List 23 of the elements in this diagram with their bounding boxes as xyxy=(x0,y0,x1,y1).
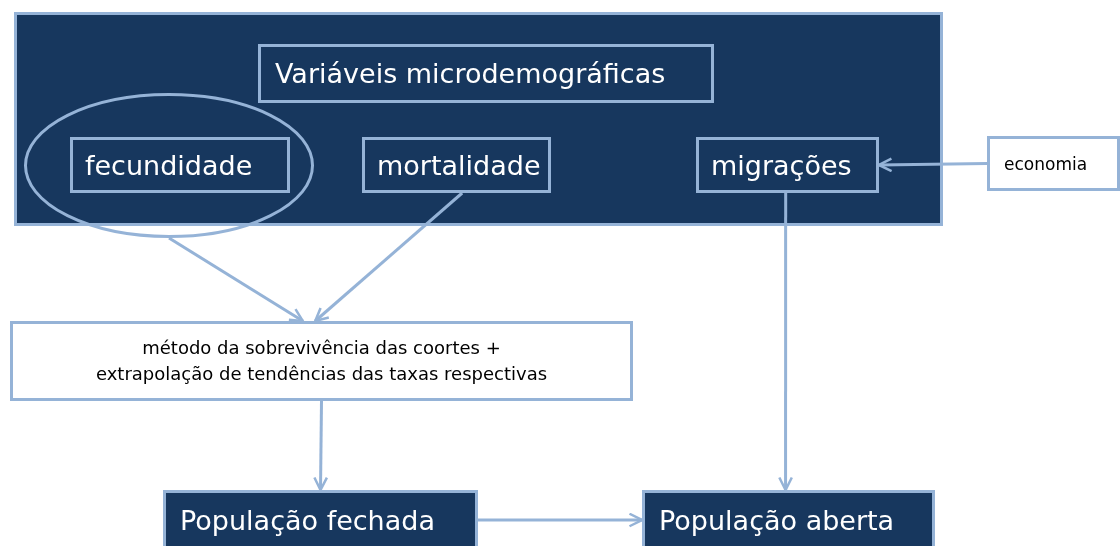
variable-label: fecundidade xyxy=(85,149,253,181)
arrow xyxy=(478,512,644,528)
population-box xyxy=(642,490,935,546)
population-box xyxy=(163,490,478,546)
population-label: População aberta xyxy=(659,504,895,536)
variable-box xyxy=(70,137,290,193)
variable-box xyxy=(362,137,551,193)
arrow xyxy=(877,157,988,173)
factor-label: economia xyxy=(1004,153,1088,174)
factor-box xyxy=(987,136,1120,191)
method-text: método da sobrevivência das coortes + extrapolação de tendências das taxas respectivas xyxy=(94,335,549,386)
arrow xyxy=(778,193,794,492)
arrow xyxy=(168,236,305,323)
variable-label: migrações xyxy=(711,149,852,181)
title-box xyxy=(258,44,714,103)
population-label: População fechada xyxy=(180,504,435,536)
arrow xyxy=(313,401,329,492)
variable-label: mortalidade xyxy=(377,149,541,181)
panel-background xyxy=(14,12,943,226)
arrow xyxy=(314,191,464,323)
variable-box xyxy=(696,137,879,193)
box-heading: Variáveis microdemográficas xyxy=(275,58,666,89)
method-box xyxy=(10,321,633,401)
